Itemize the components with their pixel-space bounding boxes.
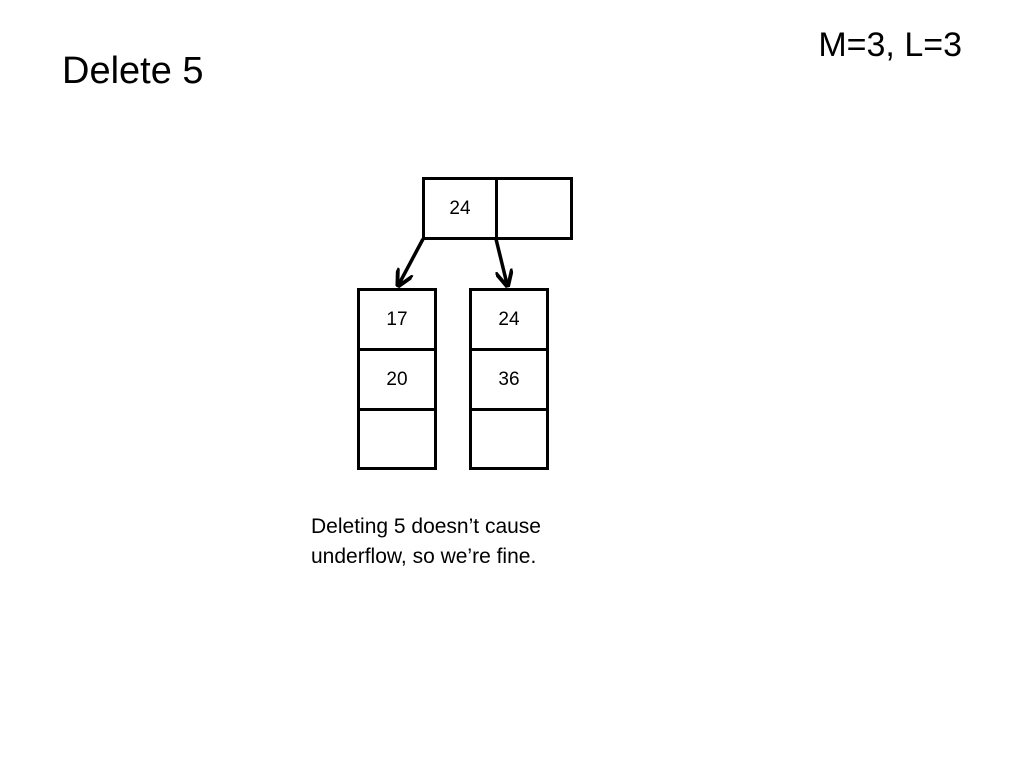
right-leaf-cell: 36	[469, 348, 549, 411]
explanation-caption: Deleting 5 doesn’t cause underflow, so w…	[311, 512, 611, 572]
right-leaf-cell: 24	[469, 288, 549, 351]
tree-parameters-label: M=3, L=3	[818, 26, 962, 64]
root-key-cell: 24	[422, 177, 498, 240]
left-leaf-empty-cell	[357, 408, 437, 470]
root-empty-cell	[495, 177, 573, 240]
left-leaf-cell: 20	[357, 348, 437, 411]
slide-title: Delete 5	[62, 50, 204, 92]
caption-line: underflow, so we’re fine.	[311, 545, 537, 568]
right-child-arrow	[494, 238, 507, 284]
left-leaf-cell: 17	[357, 288, 437, 351]
left-child-arrow	[399, 238, 425, 284]
caption-line: Deleting 5 doesn’t cause	[311, 515, 541, 538]
right-leaf-empty-cell	[469, 408, 549, 470]
